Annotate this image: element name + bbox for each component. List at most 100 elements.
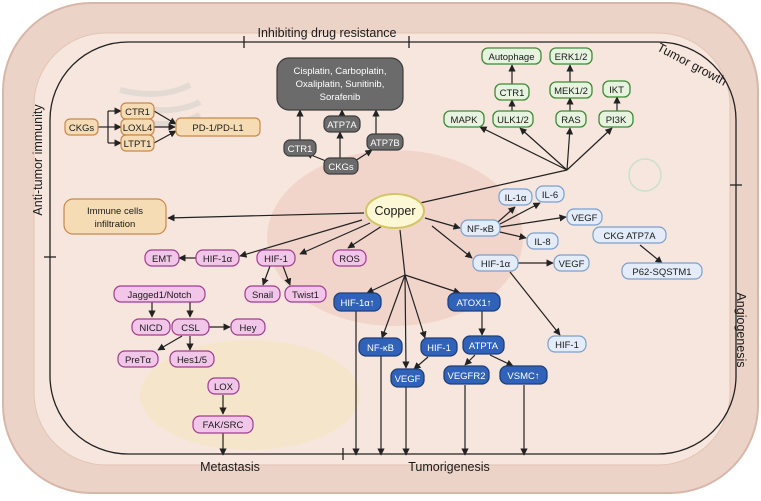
label-mek12: MEK1/2 xyxy=(554,86,588,97)
label-jagged: Jagged1/Notch xyxy=(128,290,192,301)
node-snail xyxy=(244,285,281,303)
node-hif1-light xyxy=(547,335,587,353)
label-ctr1-green: CTR1 xyxy=(500,88,525,99)
node-jagged xyxy=(113,285,206,303)
label-ckg-atp7a: CKG ATP7A xyxy=(603,231,656,242)
label-ltpt1: LTPT1 xyxy=(124,139,152,150)
label-inhibiting: Inhibiting drug resistance xyxy=(258,26,397,40)
node-ctr1-green xyxy=(494,83,530,101)
node-hif1a-pink xyxy=(195,249,240,267)
node-hif1-pink xyxy=(256,249,296,267)
node-twist1 xyxy=(284,285,327,303)
node-hes xyxy=(169,350,215,368)
label-hif1-blue: HIF-1 xyxy=(427,343,451,354)
node-ckgs-drug xyxy=(323,157,359,175)
node-hif1-blue xyxy=(420,337,458,357)
label-loxl4: LOXL4 xyxy=(123,123,153,134)
node-autophage xyxy=(481,47,542,65)
node-nfkb-blue xyxy=(358,337,403,357)
node-vegf-blue xyxy=(390,368,425,388)
label-vsmc-up: VSMC↑ xyxy=(507,371,539,382)
drug-pathway xyxy=(276,57,404,175)
label-ckgs-left: CKGs xyxy=(69,123,95,134)
node-immune xyxy=(63,198,167,235)
label-anti-tumor: Anti-tumor immunity xyxy=(31,104,45,216)
node-pi3k xyxy=(598,110,634,128)
node-hey xyxy=(230,318,266,336)
node-atp7b-drug xyxy=(366,133,404,151)
label-vegf-light1: VEGF xyxy=(572,213,598,224)
label-il8: IL-8 xyxy=(534,237,550,248)
label-hey: Hey xyxy=(240,323,257,334)
node-emt xyxy=(144,249,180,267)
label-ros: ROS xyxy=(339,254,360,265)
label-autophage: Autophage xyxy=(489,52,535,63)
node-hif1a-light xyxy=(472,254,519,272)
label-nicd: NICD xyxy=(139,323,162,334)
node-pretalpha xyxy=(117,350,159,368)
node-ras xyxy=(555,110,587,128)
label-twist1: Twist1 xyxy=(292,290,319,301)
label-p62: P62-SQSTM1 xyxy=(632,267,691,278)
node-atox1-up xyxy=(447,292,501,312)
node-ltpt1 xyxy=(120,134,155,152)
label-drugs-1: Cisplatin, Carboplatin, xyxy=(294,66,387,77)
label-ctr1-drug: CTR1 xyxy=(288,144,313,155)
green-pathway xyxy=(443,47,634,128)
node-vegf-light1 xyxy=(566,208,603,226)
label-pretalpha: PreTα xyxy=(125,355,152,366)
copper-node: Copper xyxy=(365,193,425,229)
label-immune-1: Immune cells xyxy=(87,206,143,217)
node-mek12 xyxy=(549,81,593,99)
label-nfkb-light: NF-κB xyxy=(467,224,494,235)
node-ckgs-left xyxy=(64,118,99,136)
node-ikt xyxy=(602,80,631,98)
label-csl: CSL xyxy=(181,323,199,334)
node-il8 xyxy=(526,232,559,250)
label-emt: EMT xyxy=(152,254,172,265)
label-hes: Hes1/5 xyxy=(177,355,207,366)
label-lox: LOX xyxy=(214,382,234,393)
label-hif1a-up: HIF-1α↑ xyxy=(341,298,375,309)
label-ulk12: ULK1/2 xyxy=(497,115,529,126)
node-csl xyxy=(171,318,210,336)
label-vegf-blue: VEGF xyxy=(395,374,421,385)
node-il6 xyxy=(535,185,565,203)
label-pi3k: PI3K xyxy=(606,115,627,126)
label-nfkb-blue: NF-κB xyxy=(367,343,394,354)
node-vegf-light2 xyxy=(553,254,590,272)
node-pdl1 xyxy=(175,117,261,137)
label-atpta: ATPTA xyxy=(469,341,499,352)
label-atp7a-drug: ATP7A xyxy=(327,120,357,131)
node-il1a xyxy=(498,188,533,206)
node-vegfr2 xyxy=(443,365,490,385)
node-atpta xyxy=(462,335,505,355)
node-ckg-atp7a xyxy=(592,226,667,244)
node-fak xyxy=(192,415,254,434)
label-ikt: IKT xyxy=(609,85,624,96)
node-p62 xyxy=(621,262,703,280)
label-hif1-light: HIF-1 xyxy=(555,340,579,351)
label-atp7b-drug: ATP7B xyxy=(370,138,399,149)
label-hif1a-light: HIF-1α xyxy=(481,259,511,270)
label-il6: IL-6 xyxy=(542,190,558,201)
label-drugs-2: Oxaliplatin, Sunitinib, xyxy=(296,79,385,90)
label-vegf-light2: VEGF xyxy=(559,259,585,270)
node-ros xyxy=(332,249,367,267)
centrosome xyxy=(628,158,662,192)
node-ctr1-drug xyxy=(283,139,317,157)
node-nfkb-light xyxy=(460,219,501,237)
label-ckgs-drug: CKGs xyxy=(328,162,354,173)
label-fak: FAK/SRC xyxy=(203,420,244,431)
node-atp7a-drug xyxy=(323,115,361,133)
label-hif1-pink: HIF-1 xyxy=(264,254,288,265)
node-ulk12 xyxy=(492,110,534,128)
arrows xyxy=(98,64,663,456)
node-drugs xyxy=(276,57,404,111)
orange-pathway xyxy=(63,102,261,235)
node-erk12 xyxy=(549,47,593,65)
svg-text:Copper: Copper xyxy=(375,204,416,218)
lightblue-pathway xyxy=(460,185,703,353)
